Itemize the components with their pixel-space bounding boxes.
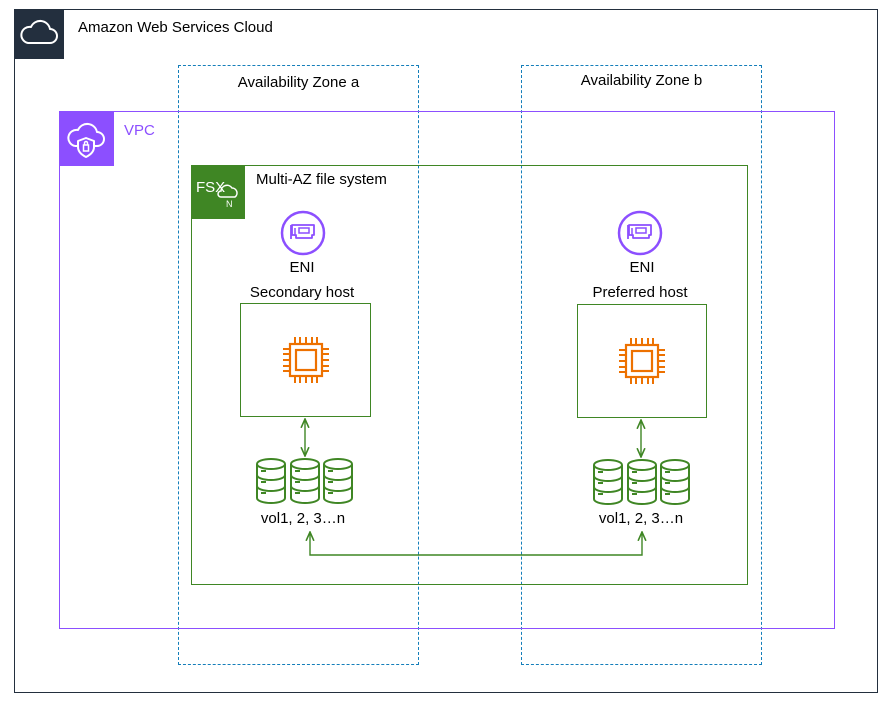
- preferred-host-chip-icon: [617, 336, 667, 386]
- file-system-label: Multi-AZ file system: [256, 171, 387, 188]
- aws-cloud-group: [14, 9, 878, 693]
- availability-zone-a: [178, 65, 419, 665]
- availability-zone-b: [521, 65, 762, 665]
- secondary-host-chip-icon: [281, 335, 331, 385]
- availability-zone-b-label: Availability Zone b: [580, 72, 703, 89]
- aws-cloud-label: Amazon Web Services Cloud: [78, 19, 273, 36]
- secondary-eni-icon: [280, 210, 326, 256]
- preferred-volumes-icon: [593, 459, 690, 505]
- fsx-netapp-badge: FSX N: [191, 165, 245, 219]
- vpc-badge: [59, 111, 114, 166]
- vpc-label: VPC: [124, 122, 155, 139]
- preferred-host-label: Preferred host: [592, 284, 688, 301]
- preferred-volumes-label: vol1, 2, 3…n: [598, 510, 684, 527]
- vpc-group: [59, 111, 835, 629]
- vpc-shield-cloud-icon: [67, 122, 105, 158]
- preferred-host-box: [577, 304, 707, 418]
- cloud-icon: [20, 19, 58, 44]
- fsx-badge-subtext: N: [226, 199, 233, 209]
- preferred-eni-label: ENI: [629, 259, 655, 276]
- availability-zone-a-label: Availability Zone a: [237, 74, 360, 91]
- secondary-host-box: [240, 303, 371, 417]
- fsx-netapp-icon: FSX N: [196, 179, 238, 209]
- secondary-host-label: Secondary host: [249, 284, 355, 301]
- preferred-eni-icon: [617, 210, 663, 256]
- secondary-volumes-label: vol1, 2, 3…n: [260, 510, 346, 527]
- secondary-volumes-icon: [256, 458, 353, 504]
- file-system-group: [191, 165, 748, 585]
- replication-connector: [310, 532, 642, 556]
- aws-cloud-badge: [14, 9, 64, 59]
- secondary-eni-label: ENI: [289, 259, 315, 276]
